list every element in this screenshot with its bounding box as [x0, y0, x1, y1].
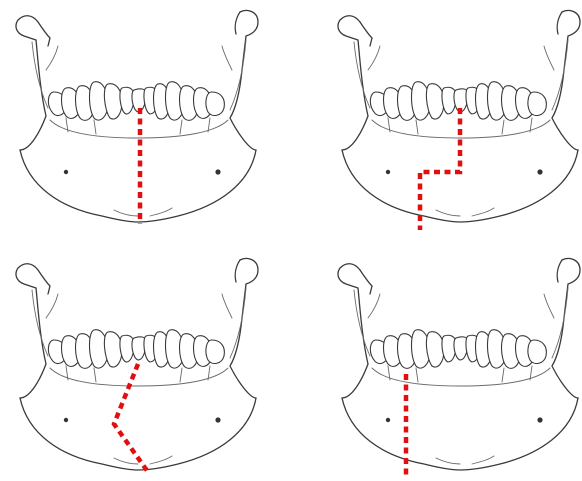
panel-2-step-ladder	[338, 10, 580, 230]
panel-1-straight-midline	[16, 10, 258, 224]
panel-3-chevron	[16, 258, 258, 472]
mandible-drawing	[16, 10, 258, 222]
osteotomy-cut-line	[114, 364, 148, 472]
mandible-drawing	[338, 10, 580, 222]
panel-4-paramedian	[338, 258, 580, 478]
mandible-drawing	[338, 258, 580, 470]
